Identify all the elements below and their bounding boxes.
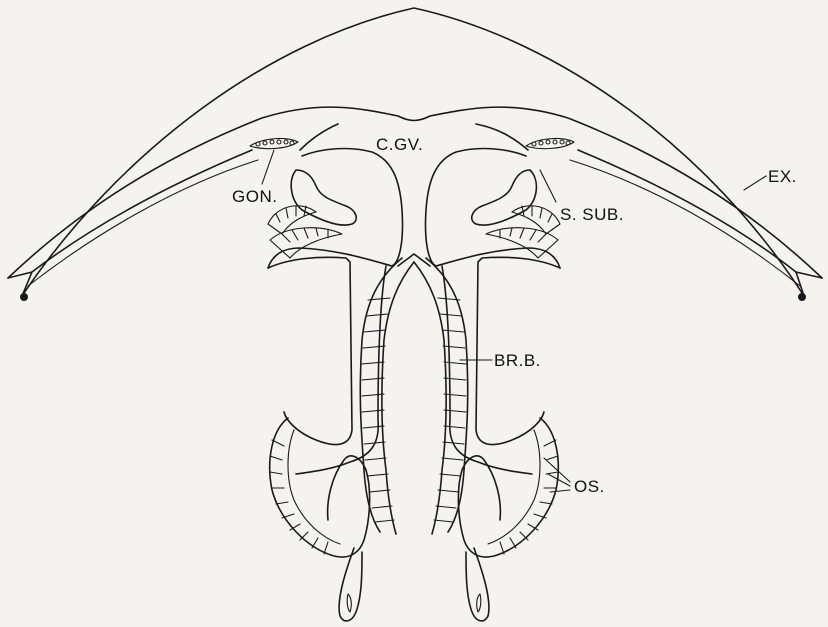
ex-leader-line xyxy=(744,176,766,190)
brachial-band-left-inner xyxy=(382,262,414,534)
left-arm xyxy=(268,257,352,444)
label-gon: GON. xyxy=(232,187,277,206)
left-gastric-pouch xyxy=(268,149,403,268)
left-terminal-club-mark xyxy=(347,594,351,612)
gon-leader-line xyxy=(262,150,274,184)
right-gastric-pouch xyxy=(425,149,560,268)
brachial-band-ribs-left xyxy=(362,298,394,522)
left-central-hook xyxy=(300,124,338,150)
right-upper-frills xyxy=(486,206,560,258)
brachial-band-ribs-right xyxy=(434,298,466,522)
left-lower-lobe xyxy=(270,418,370,557)
ssub-leader-line xyxy=(540,170,556,202)
left-margin xyxy=(8,150,252,296)
right-terminal-club-mark xyxy=(477,594,481,612)
label-ssub: S. SUB. xyxy=(560,205,624,224)
right-central-hook xyxy=(476,124,528,150)
umbrella-inner-contour xyxy=(8,107,822,278)
label-brb: BR.B. xyxy=(494,351,541,370)
brachial-band-right-inner xyxy=(414,262,446,534)
left-upper-frills xyxy=(268,206,342,258)
left-subumbrella-line xyxy=(28,160,258,286)
label-ex: EX. xyxy=(768,167,797,186)
label-os: OS. xyxy=(574,477,605,496)
left-lower-frills xyxy=(270,440,328,554)
right-lower-lobe xyxy=(458,418,558,557)
label-cgv: C.GV. xyxy=(376,135,423,154)
right-marginal-knob xyxy=(798,293,806,301)
brachial-band-top xyxy=(398,254,430,266)
left-marginal-knob xyxy=(20,293,28,301)
right-lower-frills xyxy=(500,440,558,554)
